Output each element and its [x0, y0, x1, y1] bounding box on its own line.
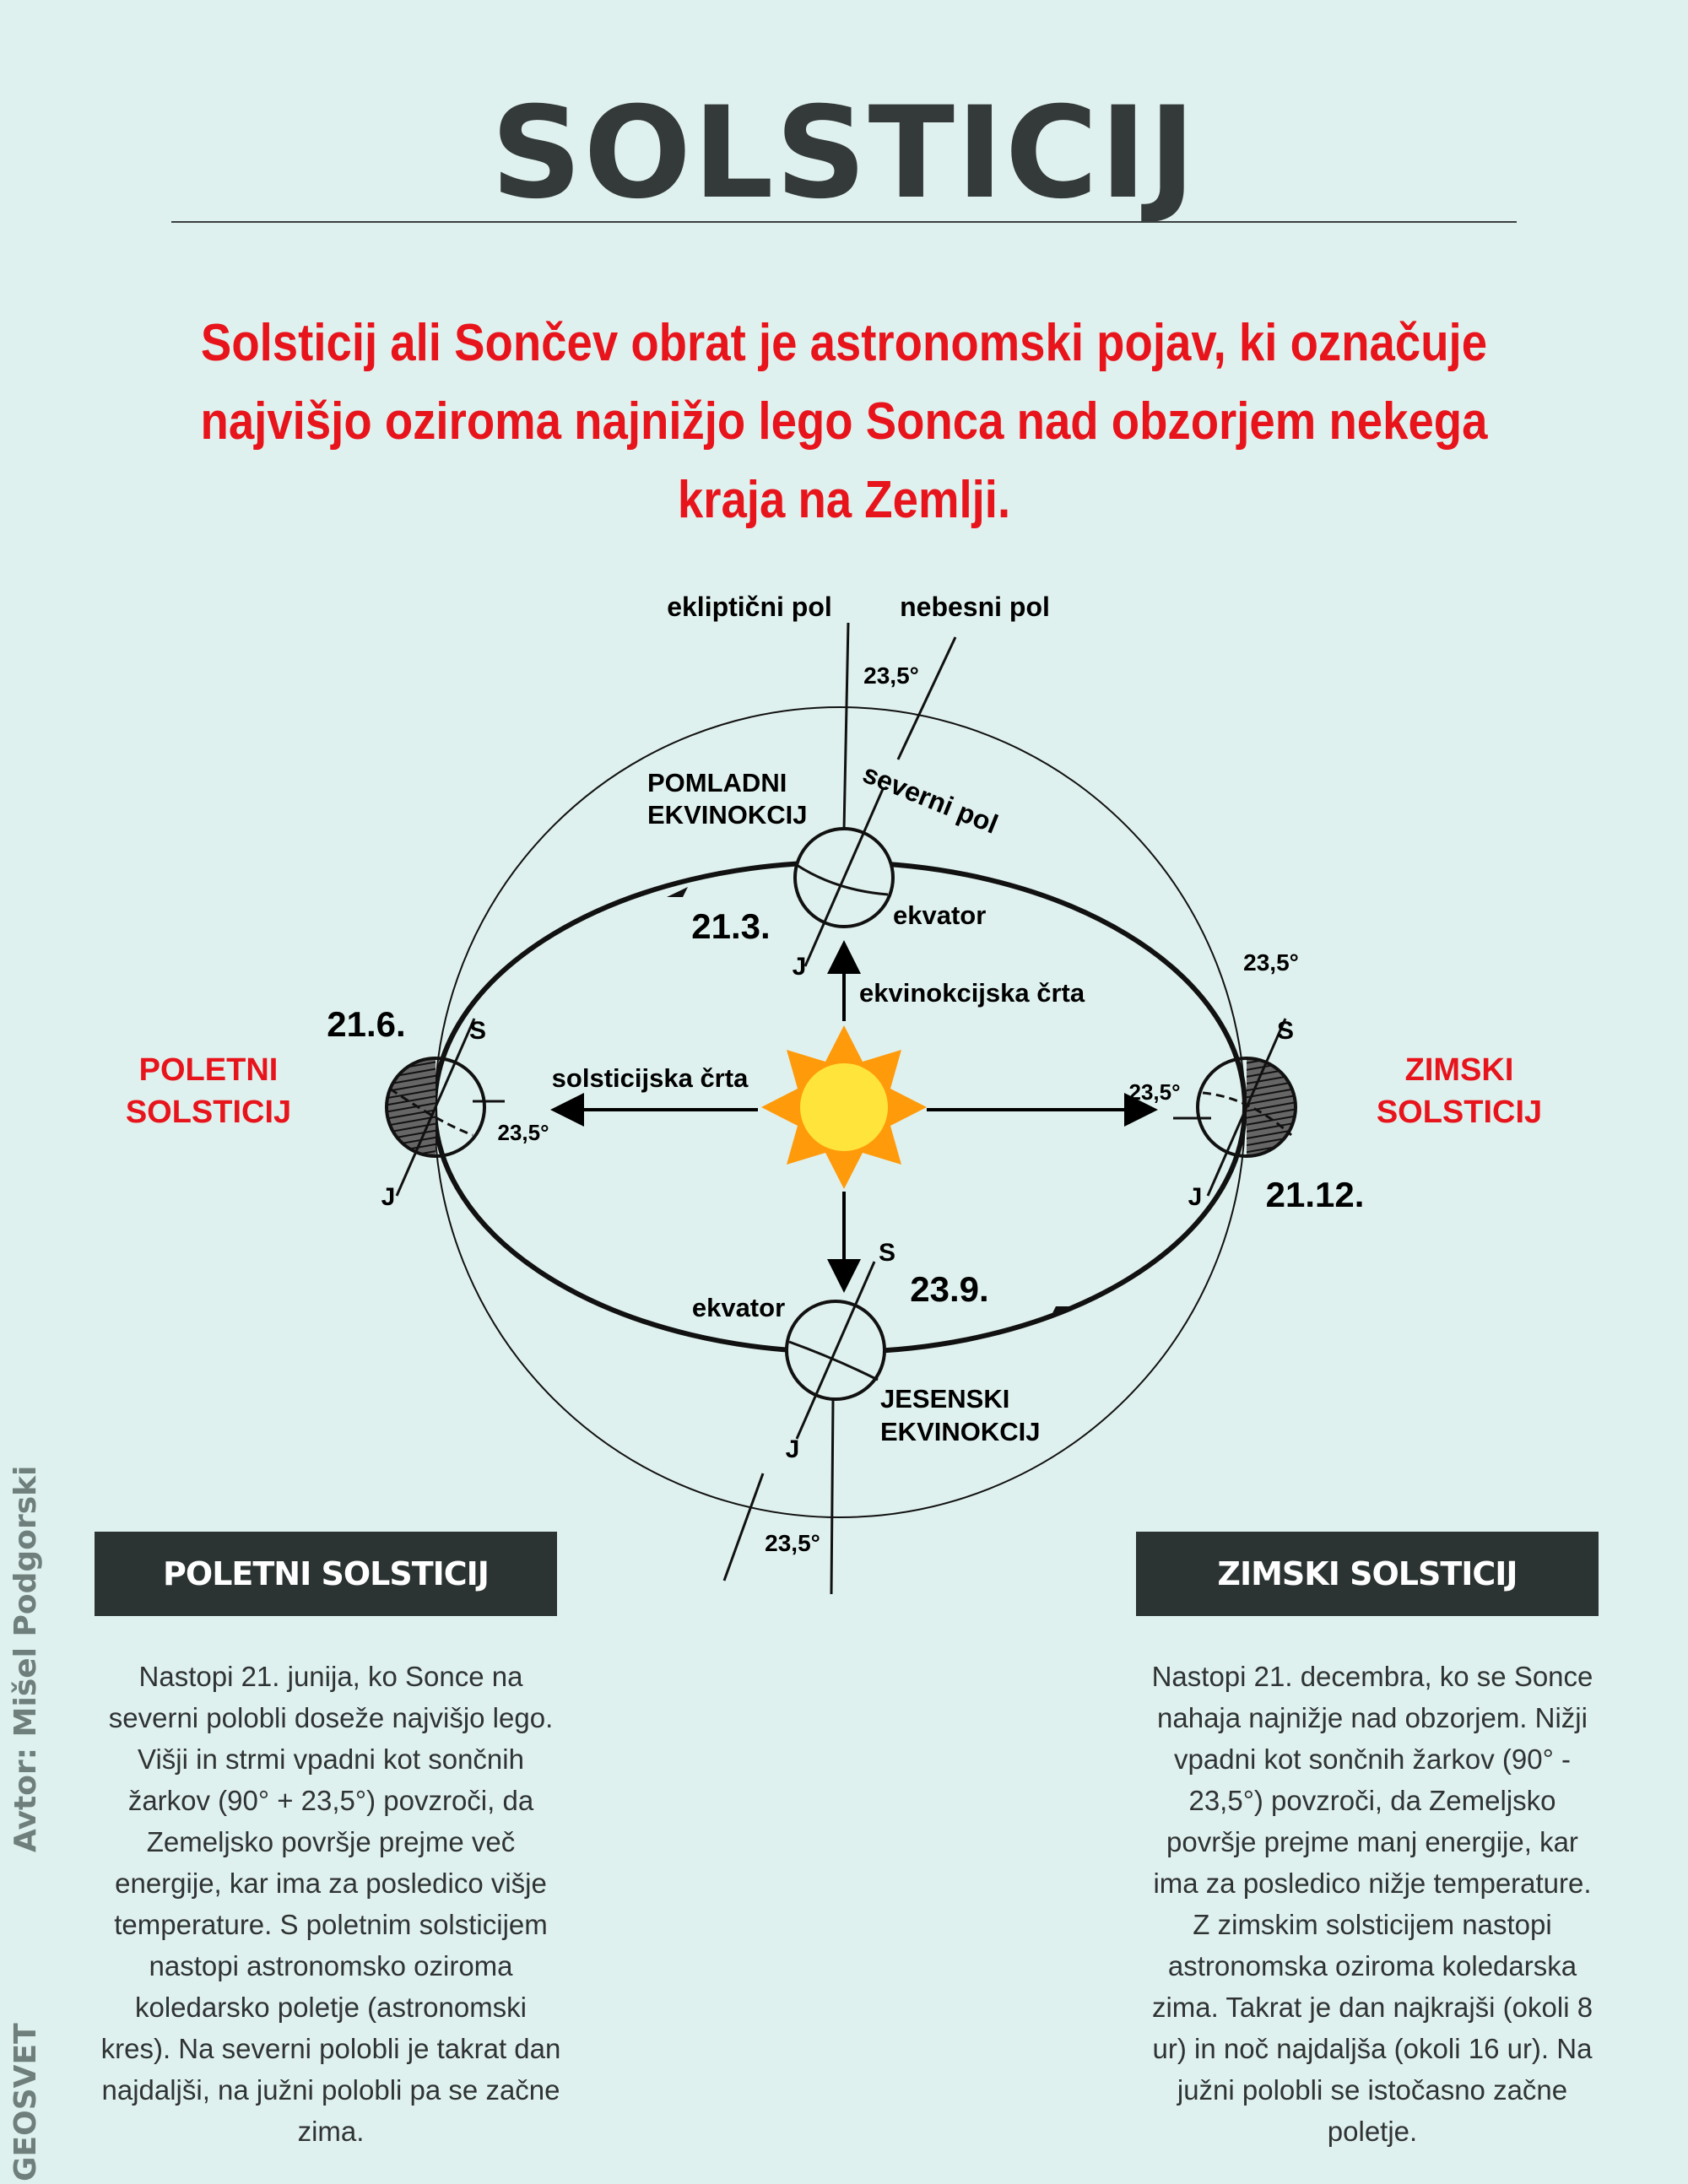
label-autumn-1: JESENSKI: [880, 1384, 1009, 1414]
brand-label: GEOSVET: [8, 2023, 43, 2181]
summer-solstice-heading: POLETNI SOLSTICIJ: [95, 1532, 557, 1616]
autumn-axis-ext: [722, 1473, 765, 1581]
label-equator-bottom: ekvator: [692, 1293, 785, 1322]
label-south-summer: J: [381, 1183, 396, 1211]
label-summer-2: SOLSTICIJ: [126, 1095, 291, 1130]
label-celestial-pole: nebesni pol: [900, 592, 1050, 622]
label-south-spring: J: [793, 953, 807, 981]
date-summer: 21.6.: [327, 1004, 405, 1044]
earth-spring: [793, 788, 895, 967]
winter-solstice-text: Nastopi 21. decembra, ko se Sonce nahaja…: [1151, 1661, 1593, 2147]
winter-solstice-heading: ZIMSKI SOLSTICIJ: [1136, 1532, 1599, 1616]
label-angle-left: 23,5°: [497, 1120, 549, 1145]
label-spring-2: EKVINOKCIJ: [647, 800, 807, 830]
label-angle-bottom: 23,5°: [765, 1530, 820, 1556]
label-north-autumn: S: [879, 1239, 895, 1267]
date-winter: 21.12.: [1266, 1175, 1365, 1214]
label-spring-1: POMLADNI: [647, 768, 787, 797]
label-north-winter: S: [1277, 1017, 1294, 1045]
earth-autumn: [785, 1261, 886, 1440]
label-equator-top: ekvator: [893, 900, 986, 930]
label-summer-1: POLETNI: [139, 1052, 279, 1088]
label-autumn-2: EKVINOKCIJ: [880, 1417, 1040, 1446]
earth-winter: [1173, 1018, 1297, 1197]
page-title: SOLSTICIJ: [490, 80, 1198, 227]
label-solstice-line: solsticijska črta: [552, 1063, 749, 1093]
label-angle-top: 23,5°: [863, 662, 919, 689]
label-winter-2: SOLSTICIJ: [1377, 1095, 1542, 1130]
earth-summer: [385, 1018, 505, 1197]
label-angle-right: 23,5°: [1243, 949, 1299, 976]
summer-solstice-text: Nastopi 21. junija, ko Sonce na severni …: [100, 1661, 561, 2147]
autumn-pole-line: [830, 1398, 835, 1595]
solstice-diagram: ekliptični pol nebesni pol 23,5° severni…: [126, 592, 1542, 1595]
label-north-summer: S: [469, 1017, 486, 1045]
label-ecliptic-pole: ekliptični pol: [667, 592, 832, 622]
label-equinox-line: ekvinokcijska črta: [859, 978, 1085, 1008]
celestial-pole-line: [896, 636, 957, 760]
label-winter-1: ZIMSKI: [1405, 1052, 1514, 1088]
date-autumn: 23.9.: [910, 1269, 988, 1309]
label-south-winter: J: [1188, 1183, 1203, 1211]
author-credit: Avtor: Mišel Podgorski: [8, 1465, 43, 1852]
label-south-autumn: J: [786, 1435, 800, 1463]
intro-text: Solsticij ali Sončev obrat je astronomsk…: [200, 314, 1488, 529]
title-divider: [171, 221, 1517, 223]
date-spring: 21.3.: [691, 906, 770, 946]
sun-icon: [761, 1025, 927, 1189]
label-angle-winter: 23,5°: [1128, 1079, 1180, 1105]
label-north-pole: severni pol: [858, 758, 1002, 840]
ecliptic-pole-line: [842, 622, 850, 831]
